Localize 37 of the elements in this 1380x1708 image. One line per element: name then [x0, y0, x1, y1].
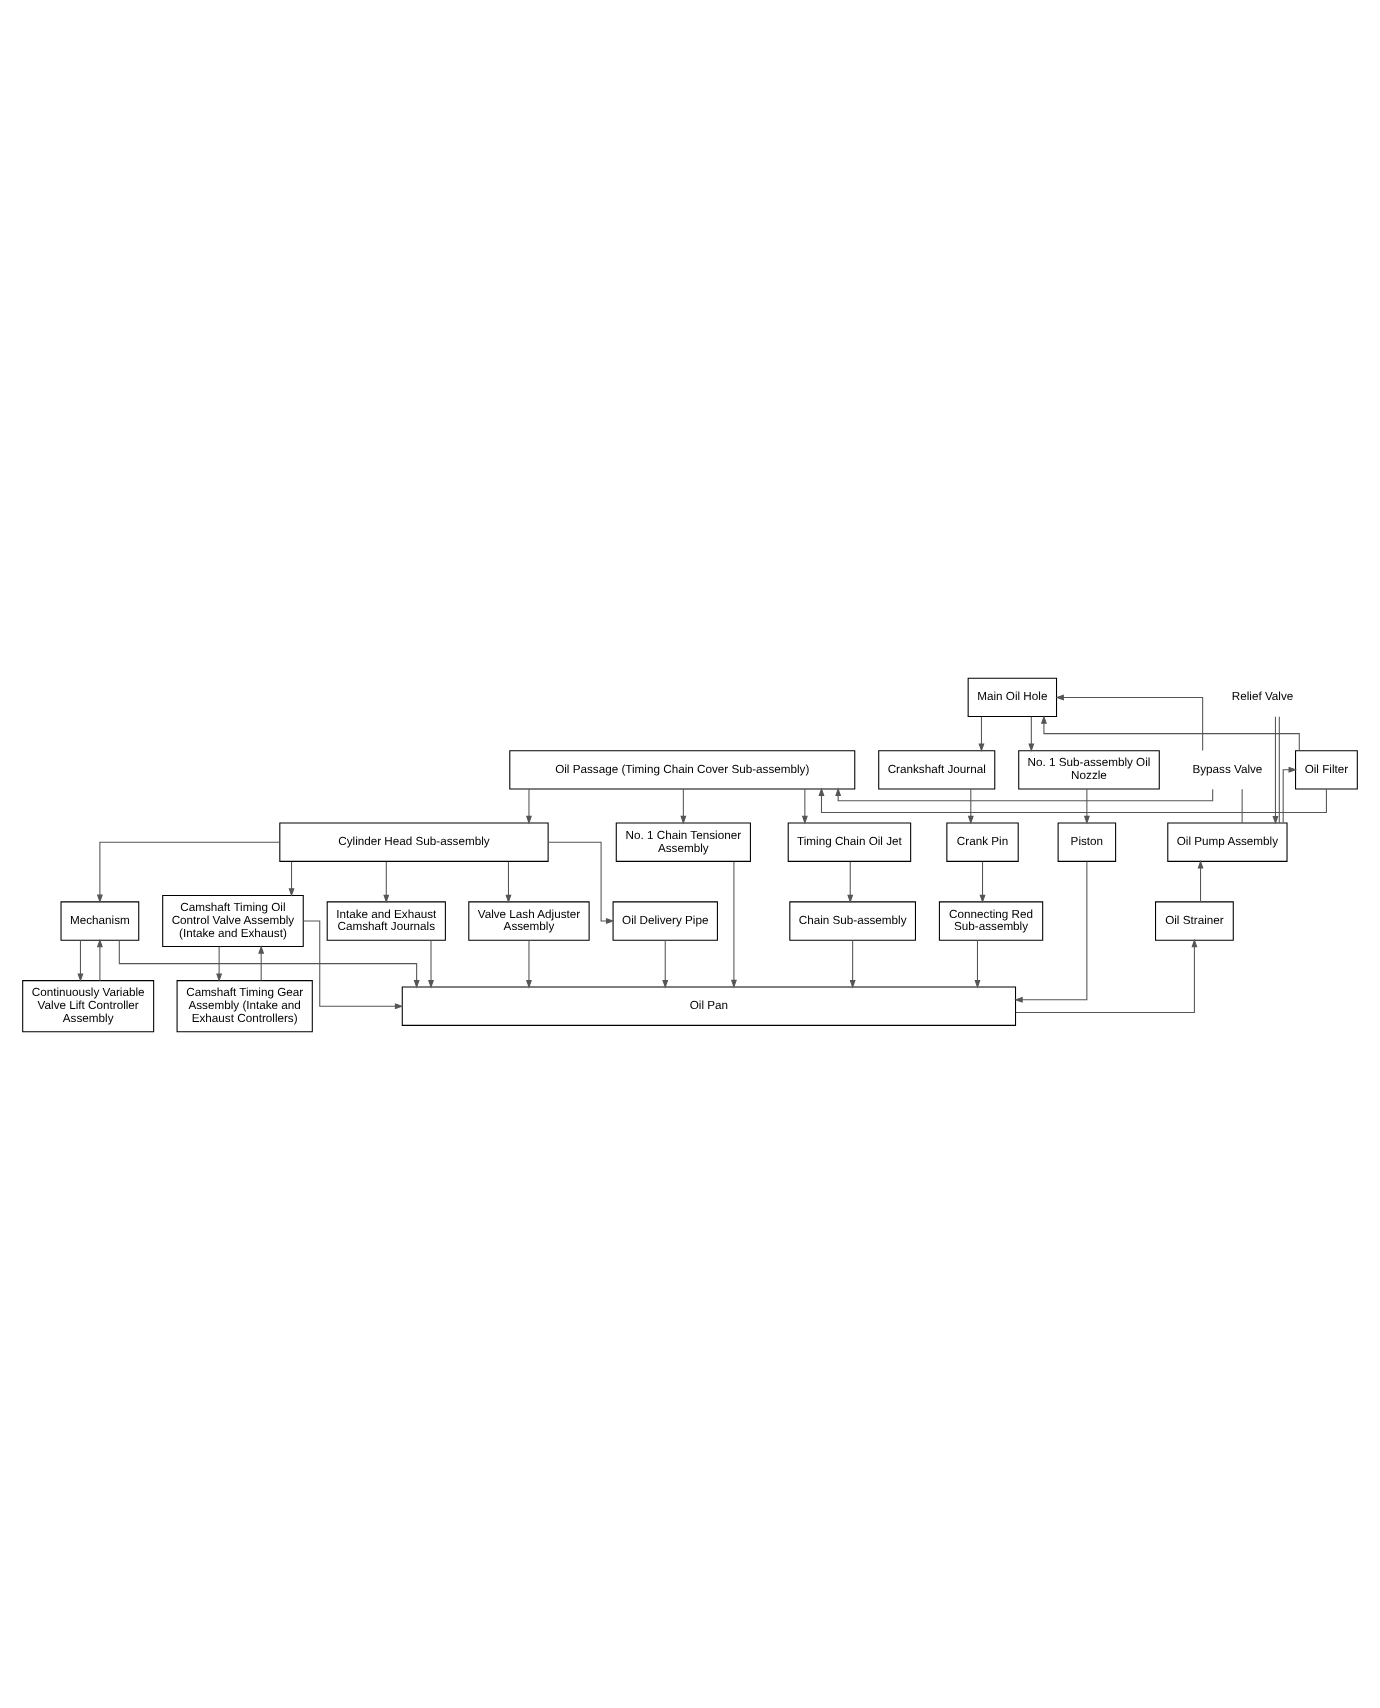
arrow	[258, 944, 265, 981]
arrow	[505, 860, 512, 903]
arrow	[383, 860, 390, 903]
arrow	[1028, 715, 1035, 751]
arrow	[302, 919, 404, 1009]
arrow	[1272, 715, 1279, 824]
arrow	[96, 937, 103, 981]
arrow	[1040, 714, 1300, 750]
arrow	[662, 938, 669, 988]
arrow	[967, 787, 974, 824]
arrow	[1282, 765, 1298, 823]
arrow	[288, 860, 295, 896]
arrow	[1083, 787, 1090, 824]
arrow	[526, 787, 532, 824]
arrow	[1015, 937, 1198, 1013]
arrow	[216, 945, 223, 981]
arrow	[547, 840, 615, 923]
arrow	[77, 938, 84, 982]
arrow	[730, 860, 737, 988]
arrow	[428, 938, 434, 988]
arrow	[1197, 859, 1204, 902]
arrow	[118, 938, 420, 988]
arrow	[847, 860, 854, 903]
arrow	[978, 715, 985, 751]
arrow	[1014, 860, 1088, 1002]
arrow	[526, 938, 532, 988]
arrow	[818, 786, 1327, 812]
connector	[1241, 787, 1243, 823]
arrow	[96, 840, 280, 903]
connector	[1278, 715, 1280, 823]
arrow	[979, 860, 986, 903]
arrow	[680, 787, 687, 824]
arrow	[849, 938, 856, 988]
arrow	[835, 786, 1214, 801]
arrow	[974, 938, 981, 988]
arrow	[801, 787, 808, 824]
arrow	[1055, 693, 1204, 750]
